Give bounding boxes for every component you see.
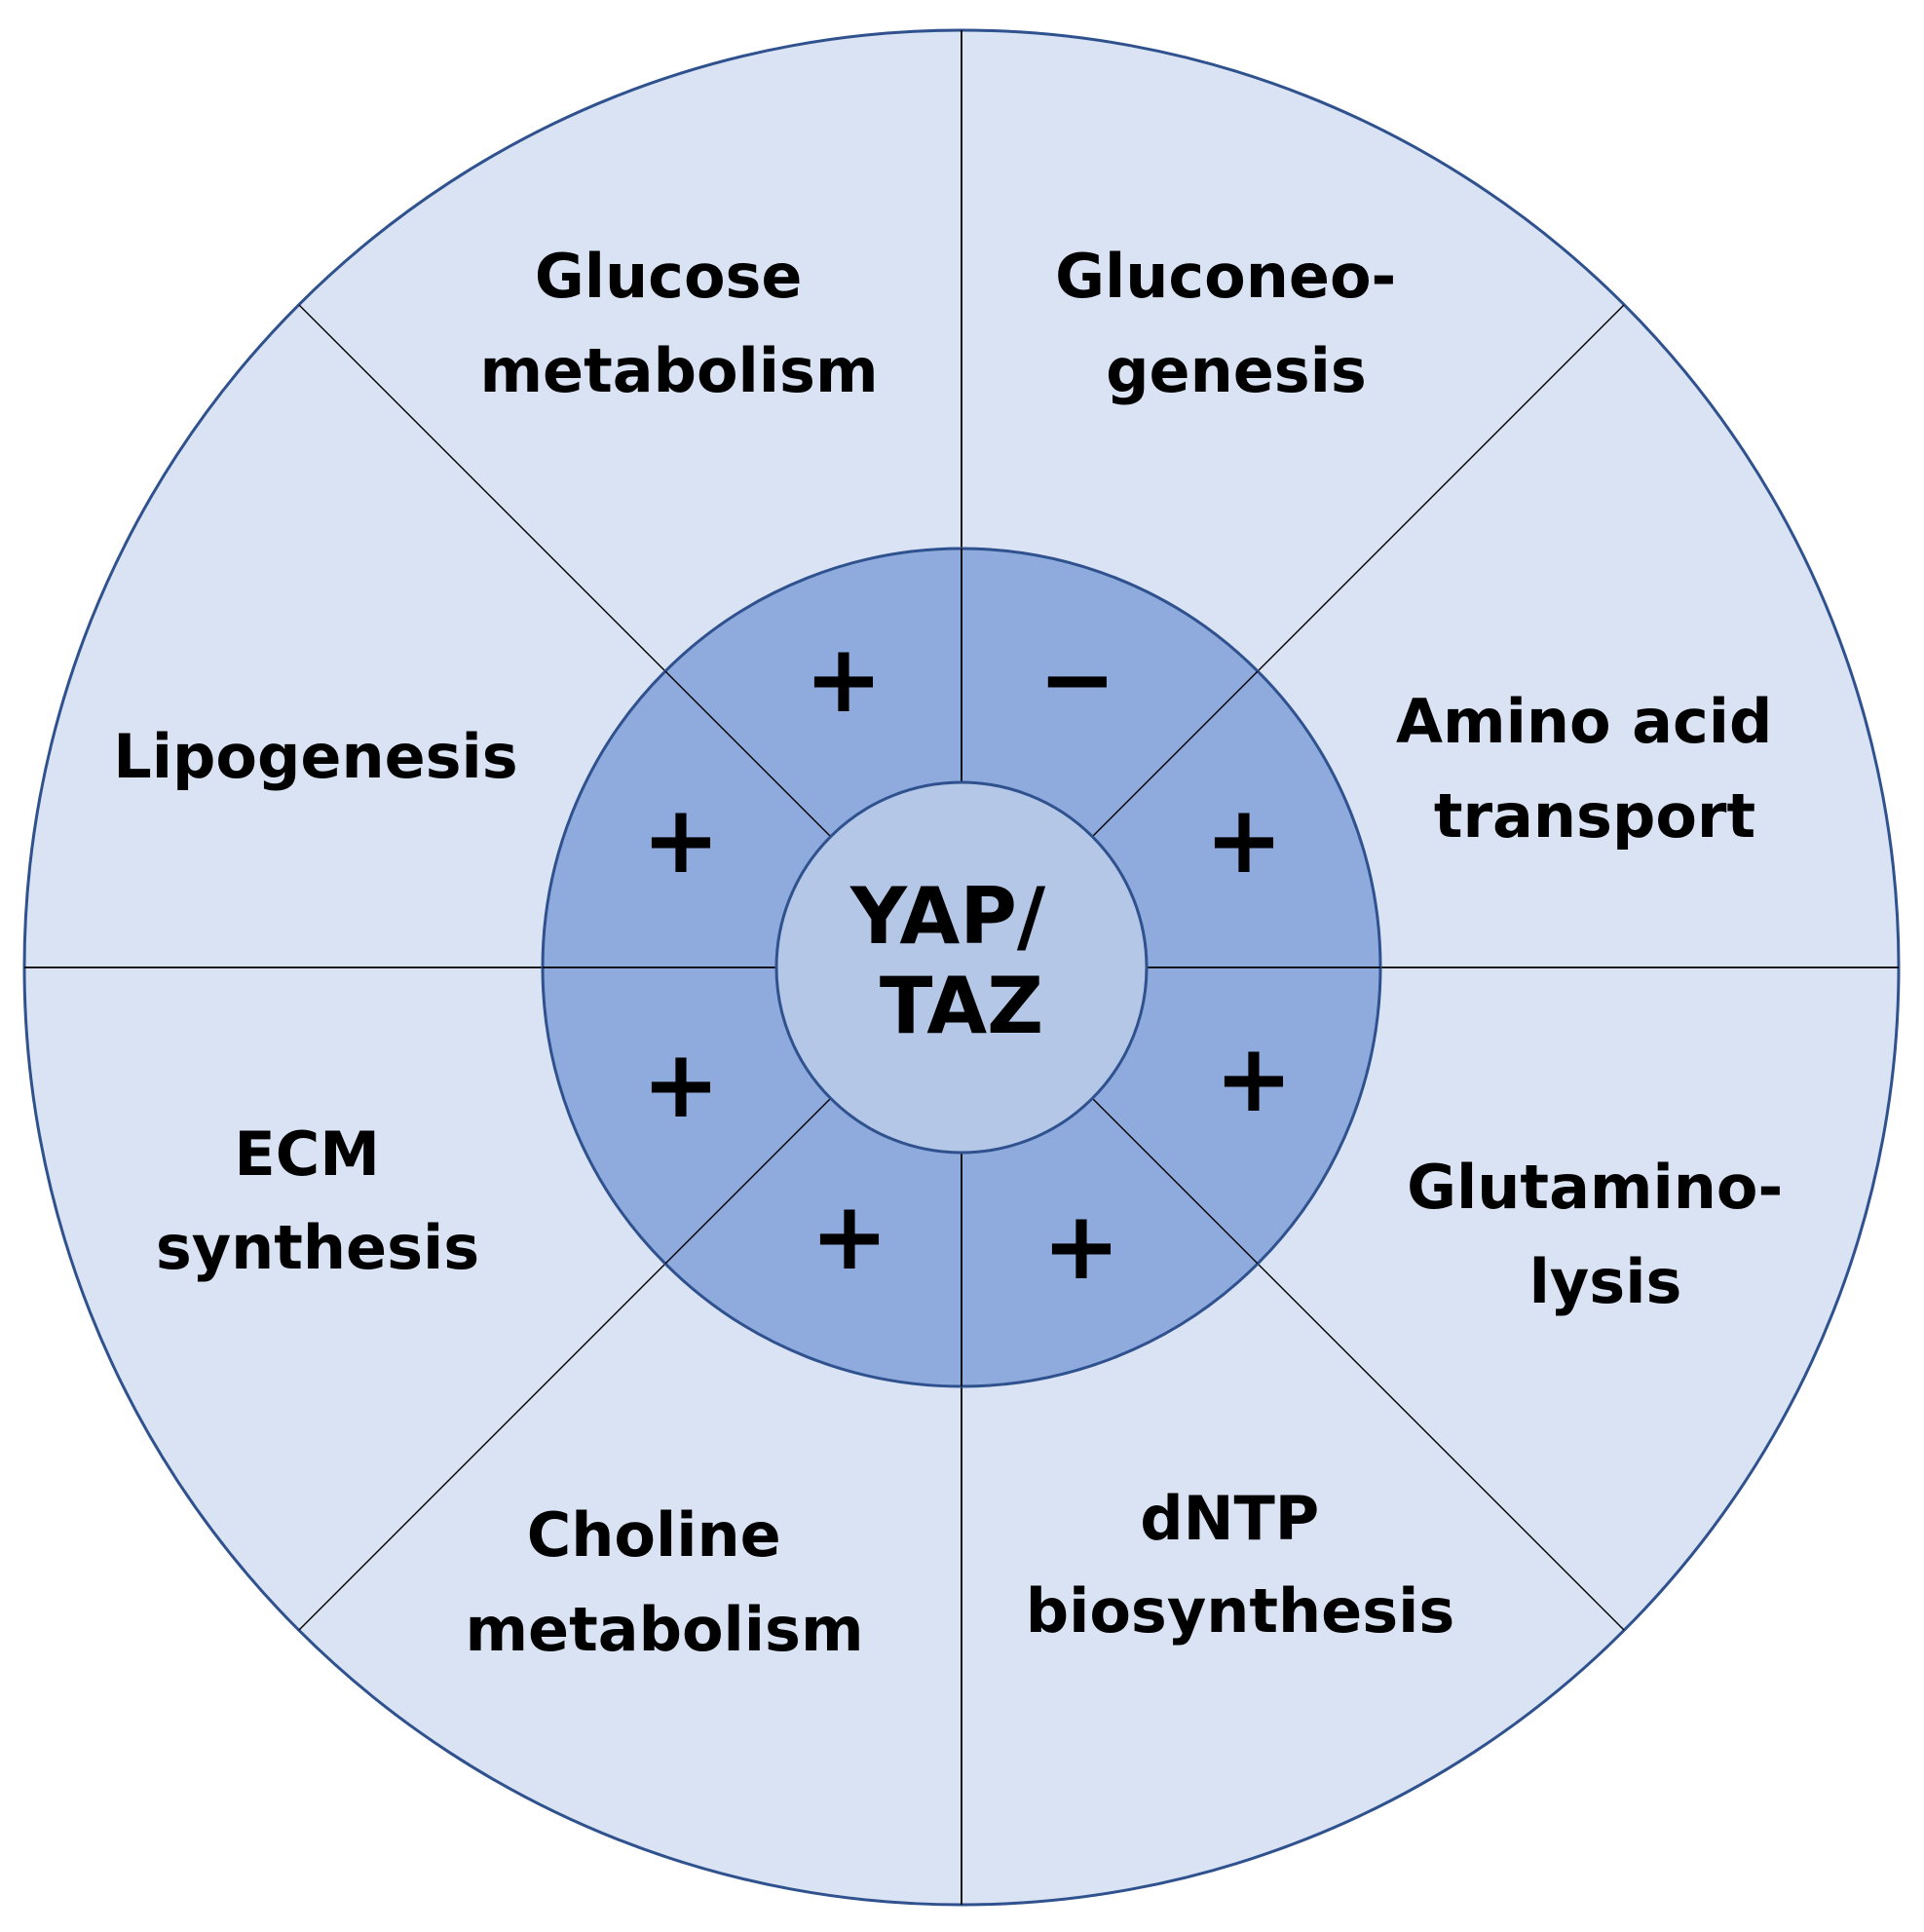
spoke-bottom-left <box>298 1263 666 1631</box>
outer-spokes <box>24 30 1899 1905</box>
segment-label: Glutamino- lysis <box>1407 1152 1804 1317</box>
segment-label-line: ECM <box>234 1118 380 1190</box>
effect-sign: + <box>1205 785 1283 894</box>
segment-label-line: transport <box>1434 780 1755 852</box>
segment-glucose-metabolism: Glucose metabolism + <box>479 241 883 734</box>
segment-label-line: Lipogenesis <box>113 721 517 792</box>
segment-label-line: lysis <box>1529 1246 1682 1317</box>
spoke-top-left <box>298 304 666 672</box>
segment-ecm-synthesis: ECM synthesis + <box>156 1030 720 1283</box>
effect-sign: + <box>805 625 883 734</box>
segment-label-line: Choline <box>527 1499 781 1571</box>
segment-label: Gluconeo- genesis <box>1055 241 1417 406</box>
effect-sign: + <box>1215 1024 1293 1133</box>
segment-lipogenesis: Lipogenesis + <box>113 721 720 894</box>
segment-label-line: metabolism <box>465 1594 863 1665</box>
segment-label: dNTP biosynthesis <box>1026 1483 1455 1647</box>
segment-gluconeogenesis: Gluconeo- genesis − <box>1038 241 1417 734</box>
segment-glutaminolysis: Glutamino- lysis + <box>1215 1024 1804 1317</box>
center-circle <box>774 780 1149 1155</box>
center-label-line2: TAZ <box>880 961 1043 1051</box>
effect-sign: + <box>1042 1192 1120 1301</box>
spoke-top-right <box>1257 304 1625 672</box>
segment-label: Glucose metabolism <box>479 241 878 406</box>
segment-label-line: biosynthesis <box>1026 1575 1455 1647</box>
segment-dntp-biosynthesis: dNTP biosynthesis + <box>1026 1192 1455 1647</box>
effect-sign: + <box>642 785 720 894</box>
segment-label-line: Glutamino- <box>1407 1152 1783 1223</box>
segment-label-line: dNTP <box>1140 1483 1319 1554</box>
center-label-line1: YAP/ <box>849 871 1046 962</box>
spoke-bottom-right <box>1257 1263 1625 1631</box>
center-label: YAP/ TAZ <box>849 871 1073 1051</box>
effect-sign: + <box>642 1030 720 1139</box>
segment-label: Amino acid transport <box>1396 686 1793 852</box>
segment-label-line: synthesis <box>156 1212 479 1283</box>
segment-choline-metabolism: Choline metabolism + <box>465 1182 888 1665</box>
effect-sign: + <box>811 1182 888 1291</box>
segment-label-line: metabolism <box>479 335 878 406</box>
segment-label-line: Amino acid <box>1396 686 1772 757</box>
segment-label-line: genesis <box>1106 335 1367 406</box>
segment-label: Choline metabolism <box>465 1499 863 1665</box>
segment-label: ECM synthesis <box>156 1118 479 1283</box>
segment-amino-acid-transport: Amino acid transport + <box>1205 686 1793 894</box>
segment-label-line: Glucose <box>535 241 803 312</box>
effect-sign: − <box>1038 625 1116 734</box>
segment-label: Lipogenesis <box>113 721 517 792</box>
segment-label-line: Gluconeo- <box>1055 241 1396 312</box>
